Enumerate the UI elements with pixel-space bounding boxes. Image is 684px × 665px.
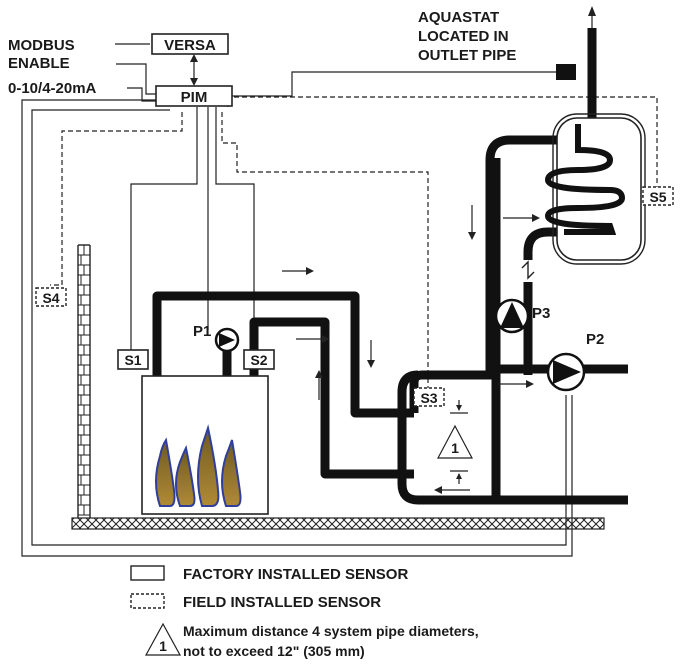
label-s2: S2 xyxy=(250,352,267,368)
indirect-tank xyxy=(544,113,646,265)
sensor-s2-box xyxy=(243,349,275,370)
sensor-s4-box xyxy=(35,287,67,307)
boiler xyxy=(141,375,269,515)
versa-box xyxy=(151,33,229,55)
label-p1: P1 xyxy=(193,323,211,340)
pim-box xyxy=(155,85,233,107)
label-enable: ENABLE xyxy=(8,55,70,72)
legend-note-triangle xyxy=(144,622,182,656)
burner-flames xyxy=(155,424,242,507)
label-s4: S4 xyxy=(42,290,59,306)
legend-field-label: FIELD INSTALLED SENSOR xyxy=(183,594,381,611)
label-analog-input: 0-10/4-20mA xyxy=(8,80,97,97)
label-p3: P3 xyxy=(532,305,550,322)
wiring-factory xyxy=(21,43,573,557)
legend-note-line2: not to exceed 12" (305 mm) xyxy=(183,643,365,659)
sensor-s3-box xyxy=(413,387,445,407)
label-s5: S5 xyxy=(649,189,666,205)
label-s1: S1 xyxy=(124,352,141,368)
pump-p2 xyxy=(546,352,586,392)
wall xyxy=(77,244,91,518)
legend-field-swatch xyxy=(130,593,165,609)
floor xyxy=(71,517,605,530)
legend-factory-swatch xyxy=(130,565,165,581)
wiring-field xyxy=(50,96,658,390)
legend: FACTORY INSTALLED SENSOR FIELD INSTALLED… xyxy=(130,565,479,659)
label-p2: P2 xyxy=(586,331,604,348)
sensor-s5-box xyxy=(642,186,674,206)
label-s3: S3 xyxy=(420,390,437,406)
legend-note-line1: Maximum distance 4 system pipe diameters… xyxy=(183,623,479,639)
sensor-s1-box xyxy=(117,349,149,370)
aquastat xyxy=(556,64,576,80)
check-valve xyxy=(521,260,535,282)
tank-coil xyxy=(544,124,626,235)
flow-arrows xyxy=(190,6,596,494)
note-marker-number: 1 xyxy=(451,440,459,456)
pump-p1 xyxy=(214,327,240,353)
pump-p3 xyxy=(494,298,530,334)
label-modbus: MODBUS xyxy=(8,37,75,54)
label-pim: PIM xyxy=(181,89,208,106)
legend-note-number: 1 xyxy=(159,638,167,654)
label-aquastat-3: OUTLET PIPE xyxy=(418,47,516,64)
label-aquastat-1: AQUASTAT xyxy=(418,9,499,26)
label-aquastat-2: LOCATED IN xyxy=(418,28,509,45)
label-versa: VERSA xyxy=(164,37,216,54)
legend-factory-label: FACTORY INSTALLED SENSOR xyxy=(183,566,408,583)
note-marker-diagram: 1 xyxy=(437,424,473,459)
